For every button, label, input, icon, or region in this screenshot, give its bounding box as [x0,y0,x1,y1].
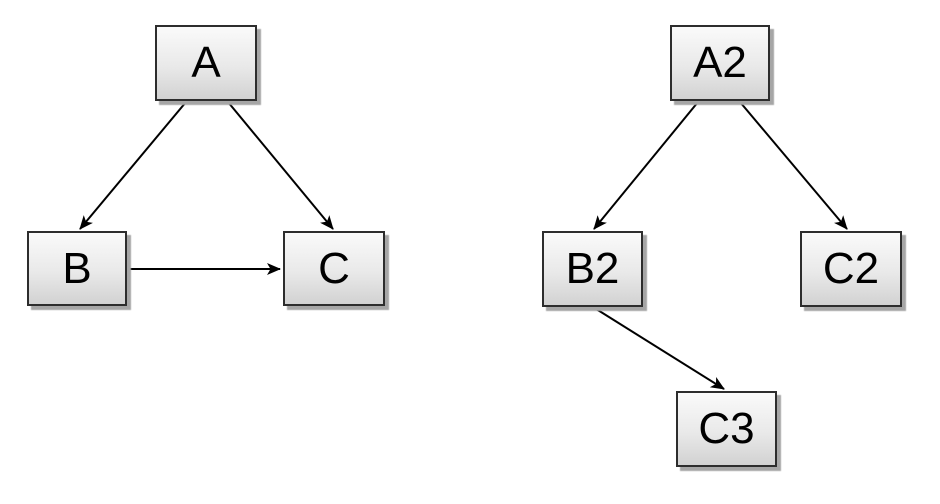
edge-A-C[interactable] [227,101,334,230]
node-C3[interactable]: C3 [676,391,777,467]
node-label-A2: A2 [693,38,747,87]
node-label-B: B [62,243,92,293]
node-label-C2: C2 [822,244,880,293]
node-label-A: A [191,38,221,87]
node-A2[interactable]: A2 [670,25,770,101]
node-B2[interactable]: B2 [542,231,643,307]
node-label-C3: C3 [698,404,755,453]
node-A[interactable]: A [155,25,257,101]
edge-A2-C2[interactable] [739,101,848,230]
node-B[interactable]: B [27,231,127,306]
node-C2[interactable]: C2 [800,231,902,307]
edge-B2-C3[interactable] [592,306,725,390]
node-label-B2: B2 [565,244,620,293]
edge-A2-B2[interactable] [593,101,699,230]
edge-A-B[interactable] [79,101,187,230]
edges-group [79,101,848,390]
node-C[interactable]: C [283,231,385,306]
node-label-C: C [318,243,350,293]
